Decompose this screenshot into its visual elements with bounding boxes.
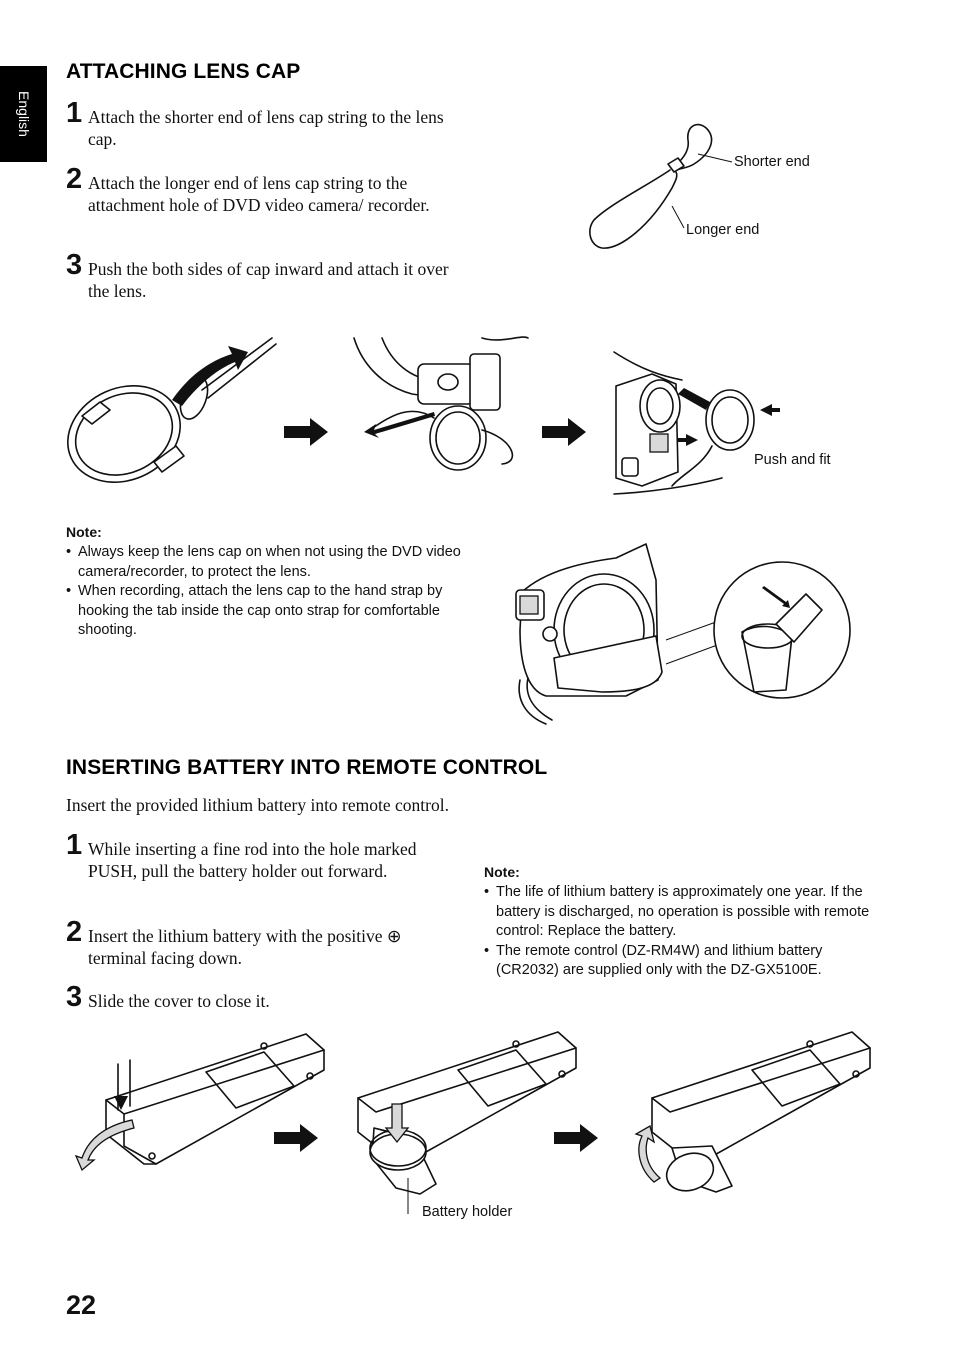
step-number: 1 xyxy=(66,97,83,129)
battery-note: Note: The life of lithium battery is app… xyxy=(484,864,880,981)
page-number: 22 xyxy=(66,1290,97,1320)
step-text: Slide the cover to close it. xyxy=(88,991,270,1011)
section-heading-battery: INSERTING BATTERY INTO REMOTE CONTROL xyxy=(66,756,548,779)
battery-intro: Insert the provided lithium battery into… xyxy=(66,795,449,815)
battery-step-2: 2 Insert the lithium battery with the po… xyxy=(66,917,460,969)
note-title: Note: xyxy=(484,864,520,880)
flow-arrow-icon xyxy=(284,418,328,446)
step-text: Push the both sides of cap inward and at… xyxy=(88,259,449,301)
battery-step-1: 1 While inserting a fine rod into the ho… xyxy=(66,830,460,882)
remote-control-open-illustration xyxy=(74,1033,325,1172)
step-number: 2 xyxy=(66,916,83,948)
step-number: 2 xyxy=(66,163,83,195)
step-text: Attach the longer end of lens cap string… xyxy=(88,173,430,215)
lens-cap-step-1: 1 Attach the shorter end of lens cap str… xyxy=(66,98,460,150)
note-item: The remote control (DZ-RM4W) and lithium… xyxy=(484,942,880,981)
camera-hand-strap-illustration xyxy=(515,543,851,725)
step-text: Attach the shorter end of lens cap strin… xyxy=(88,107,444,149)
battery-step-3: 3 Slide the cover to close it. xyxy=(66,982,460,1012)
longer-end-label: Longer end xyxy=(686,222,760,238)
flow-arrow-icon xyxy=(542,418,586,446)
lens-cap-push-illustration xyxy=(613,351,780,495)
step-number: 1 xyxy=(66,829,83,861)
step-number: 3 xyxy=(66,249,83,281)
shorter-end-label: Shorter end xyxy=(734,154,810,170)
step-number: 3 xyxy=(66,981,83,1013)
camera-string-attach-illustration xyxy=(353,336,529,471)
lens-cap-note: Note: Always keep the lens cap on when n… xyxy=(66,524,462,641)
step-text: Insert the lithium battery with the posi… xyxy=(88,926,402,968)
flow-arrow-icon xyxy=(554,1124,598,1152)
step-text: While inserting a fine rod into the hole… xyxy=(88,839,417,881)
language-label: English xyxy=(16,91,32,137)
push-and-fit-label: Push and fit xyxy=(754,452,831,468)
lens-cap-string-illustration xyxy=(589,123,733,249)
lens-cap-attach-illustration xyxy=(67,337,277,483)
language-tab: English xyxy=(0,66,47,162)
note-item: Always keep the lens cap on when not usi… xyxy=(66,543,462,582)
battery-holder-label: Battery holder xyxy=(422,1204,513,1220)
remote-control-close-illustration xyxy=(634,1031,871,1193)
note-title: Note: xyxy=(66,524,102,540)
note-item: When recording, attach the lens cap to t… xyxy=(66,582,462,641)
flow-arrow-icon xyxy=(274,1124,318,1152)
remote-control-battery-insert-illustration xyxy=(357,1031,577,1214)
lens-cap-step-3: 3 Push the both sides of cap inward and … xyxy=(66,250,460,302)
lens-cap-step-2: 2 Attach the longer end of lens cap stri… xyxy=(66,164,460,216)
note-item: The life of lithium battery is approxima… xyxy=(484,883,880,942)
section-heading-lens-cap: ATTACHING LENS CAP xyxy=(66,60,301,83)
